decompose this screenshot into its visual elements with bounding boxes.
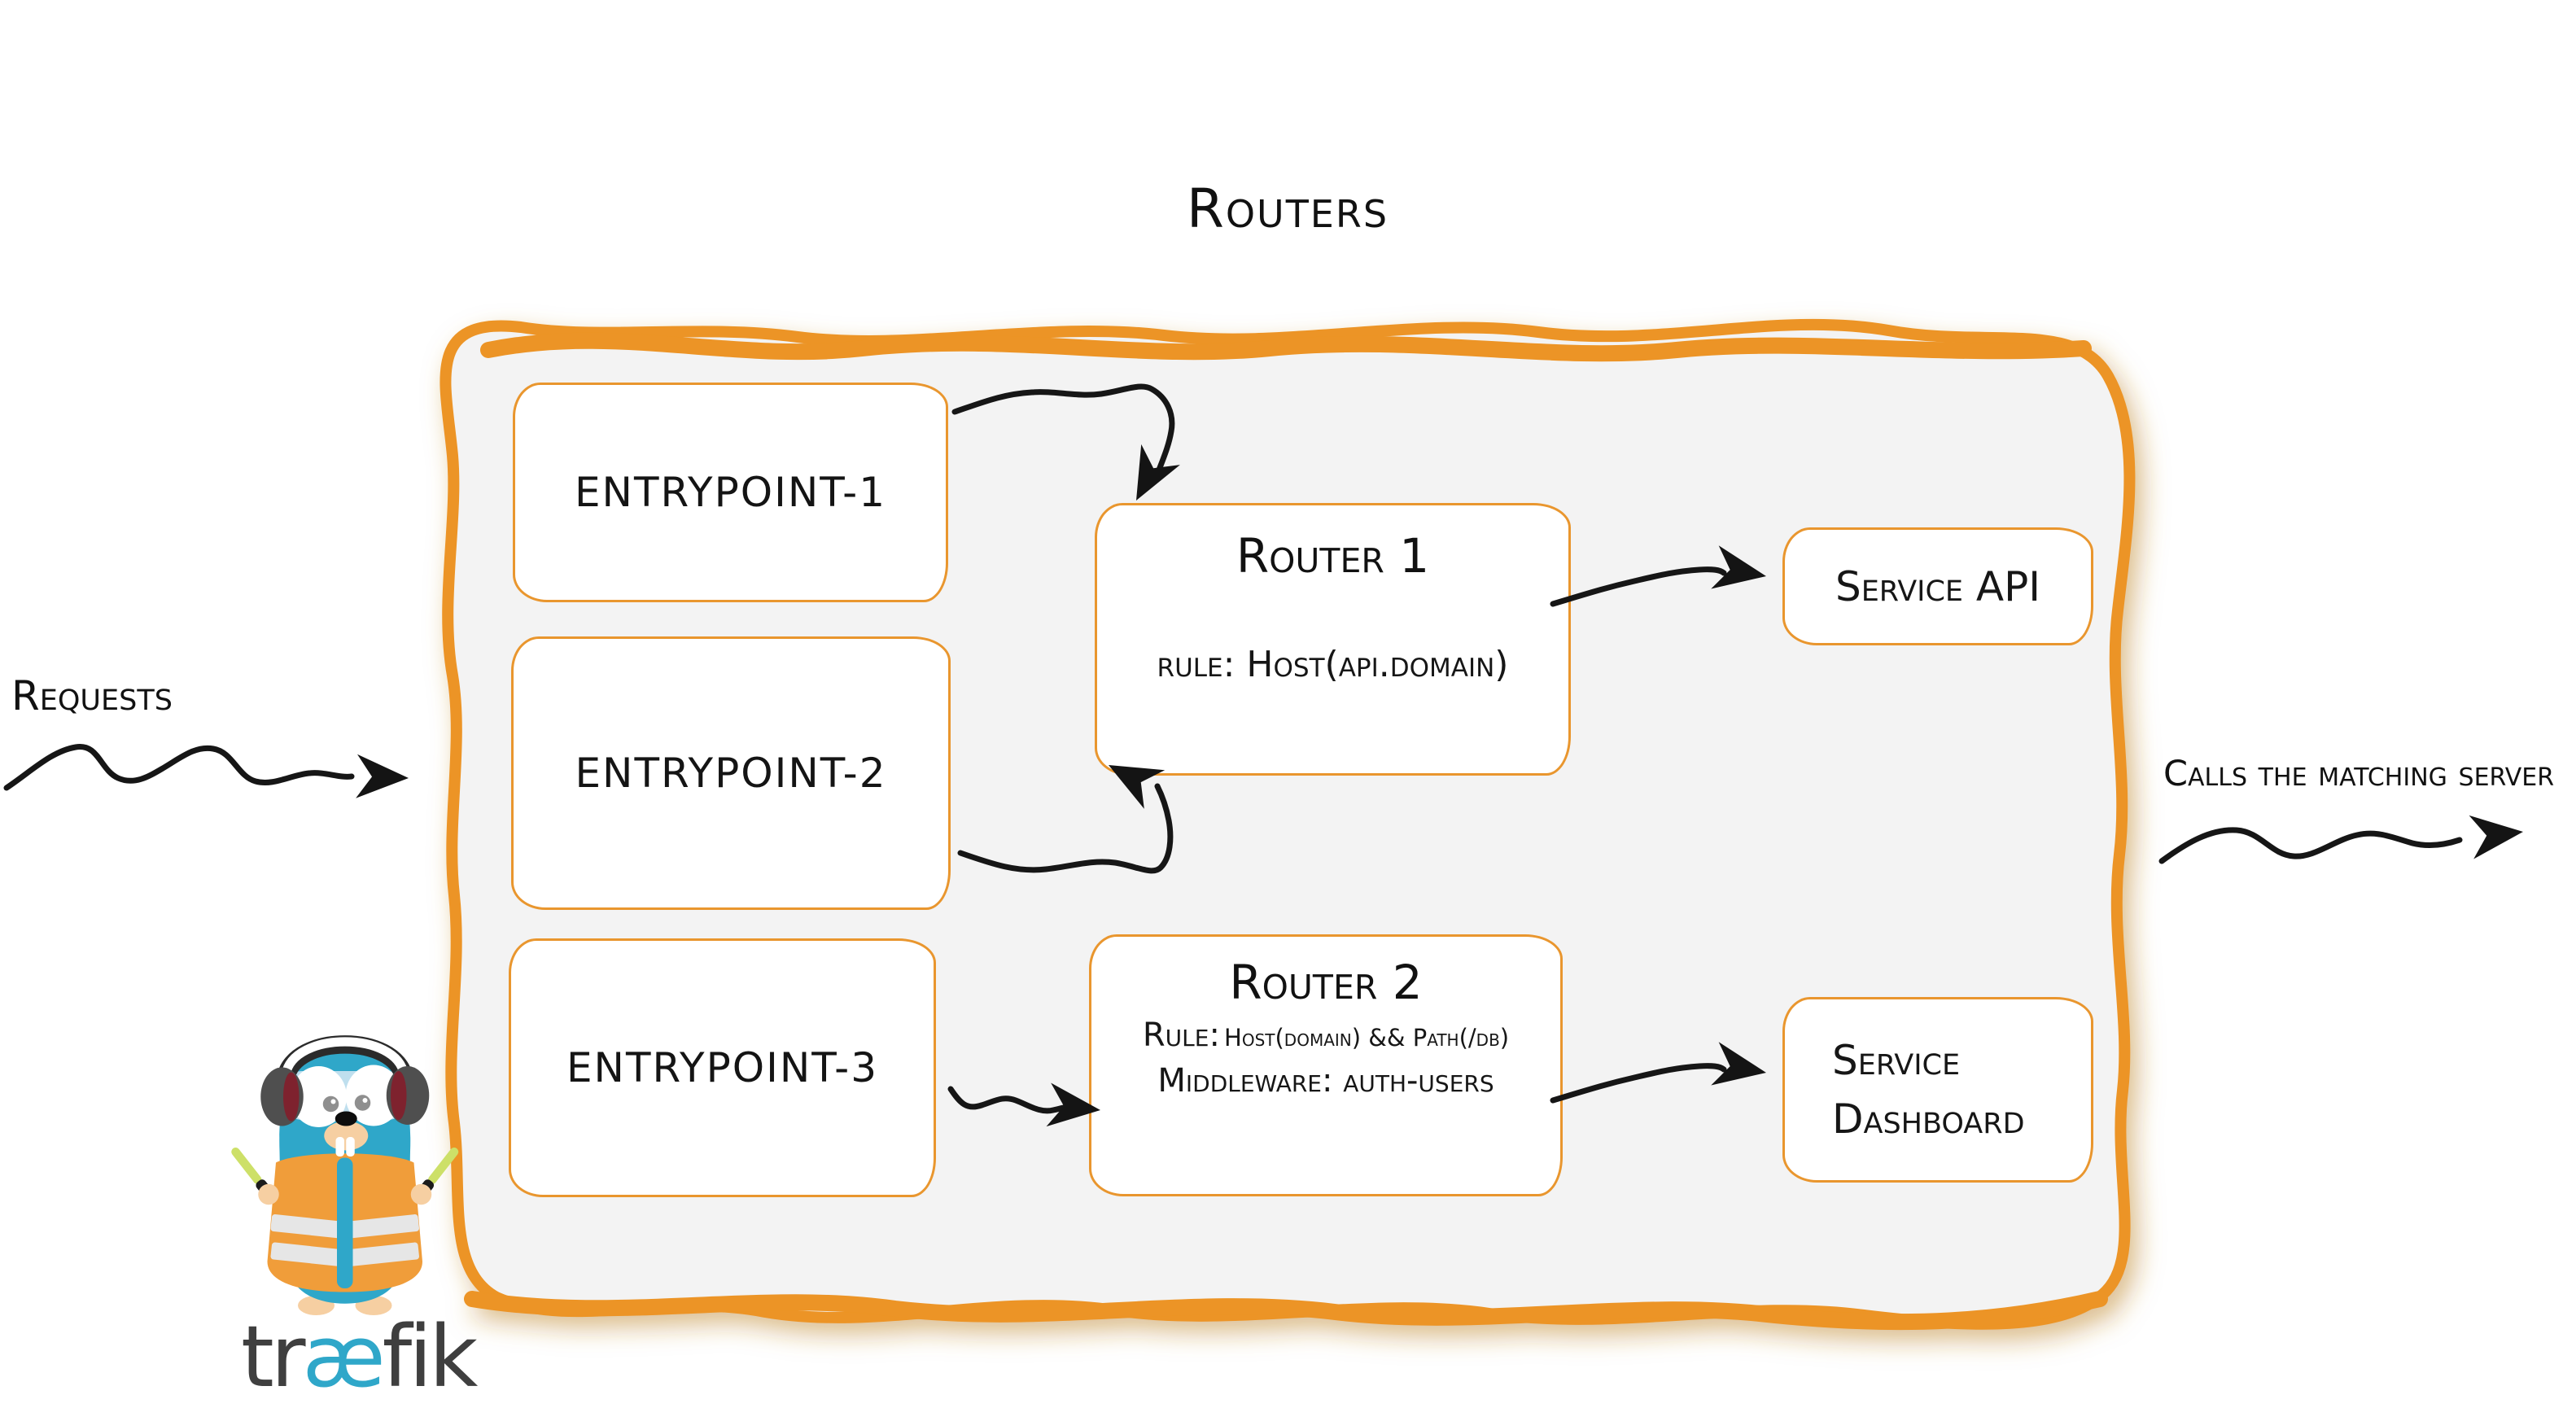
router-2-rule-value: Host(domain) && Path(/db) [1224,1024,1510,1052]
calls-matching-server-label: Calls the matching server [2163,754,2555,794]
gopher-nose [335,1111,357,1126]
router-2-name: Router 2 [1229,955,1423,1010]
gopher-hand [410,1183,432,1205]
entrypoint-1-label: entrypoint-1 [574,469,887,516]
entrypoint-1-box: entrypoint-1 [513,383,948,602]
service-api-box: Service API [1782,527,2093,645]
wordmark-fik: fik [382,1307,479,1406]
wordmark-tr: tr [241,1307,306,1406]
router-2-box: Router 2 Rule: Host(domain) && Path(/db)… [1089,934,1563,1196]
router-2-middleware: Middleware: auth-users [1157,1062,1494,1100]
entrypoint-2-box: entrypoint-2 [511,636,951,910]
entrypoint-3-box: entrypoint-3 [509,938,936,1197]
entrypoint-3-label: entrypoint-3 [566,1044,879,1091]
entrypoint-2-label: entrypoint-2 [575,750,887,797]
service-dashboard-box: Service Dashboard [1782,997,2093,1183]
router-1-box: Router 1 rule: Host(api.domain) [1095,503,1571,776]
wordmark-ae: æ [302,1307,386,1406]
gopher-hand [258,1183,279,1205]
router-2-rule-label: Rule: [1142,1017,1220,1054]
gopher-headphones [260,1035,430,1126]
gopher-muzzle [324,1121,369,1151]
page-title: Routers [1186,177,1389,240]
router-2-rule: Rule: Host(domain) && Path(/db) [1143,1015,1509,1056]
service-api-label: Service API [1835,562,2041,610]
router-1-name: Router 1 [1236,528,1430,584]
requests-label: Requests [11,672,173,719]
traefik-wordmark: træfik [241,1307,479,1406]
gopher-goggles [279,1065,410,1127]
safety-vest [267,1153,422,1292]
router-1-rule: rule: Host(api.domain) [1157,644,1509,685]
gopher-teeth [335,1137,355,1157]
service-dashboard-label-line2: Dashboard [1832,1095,2025,1143]
service-dashboard-label-line1: Service [1832,1036,1961,1084]
